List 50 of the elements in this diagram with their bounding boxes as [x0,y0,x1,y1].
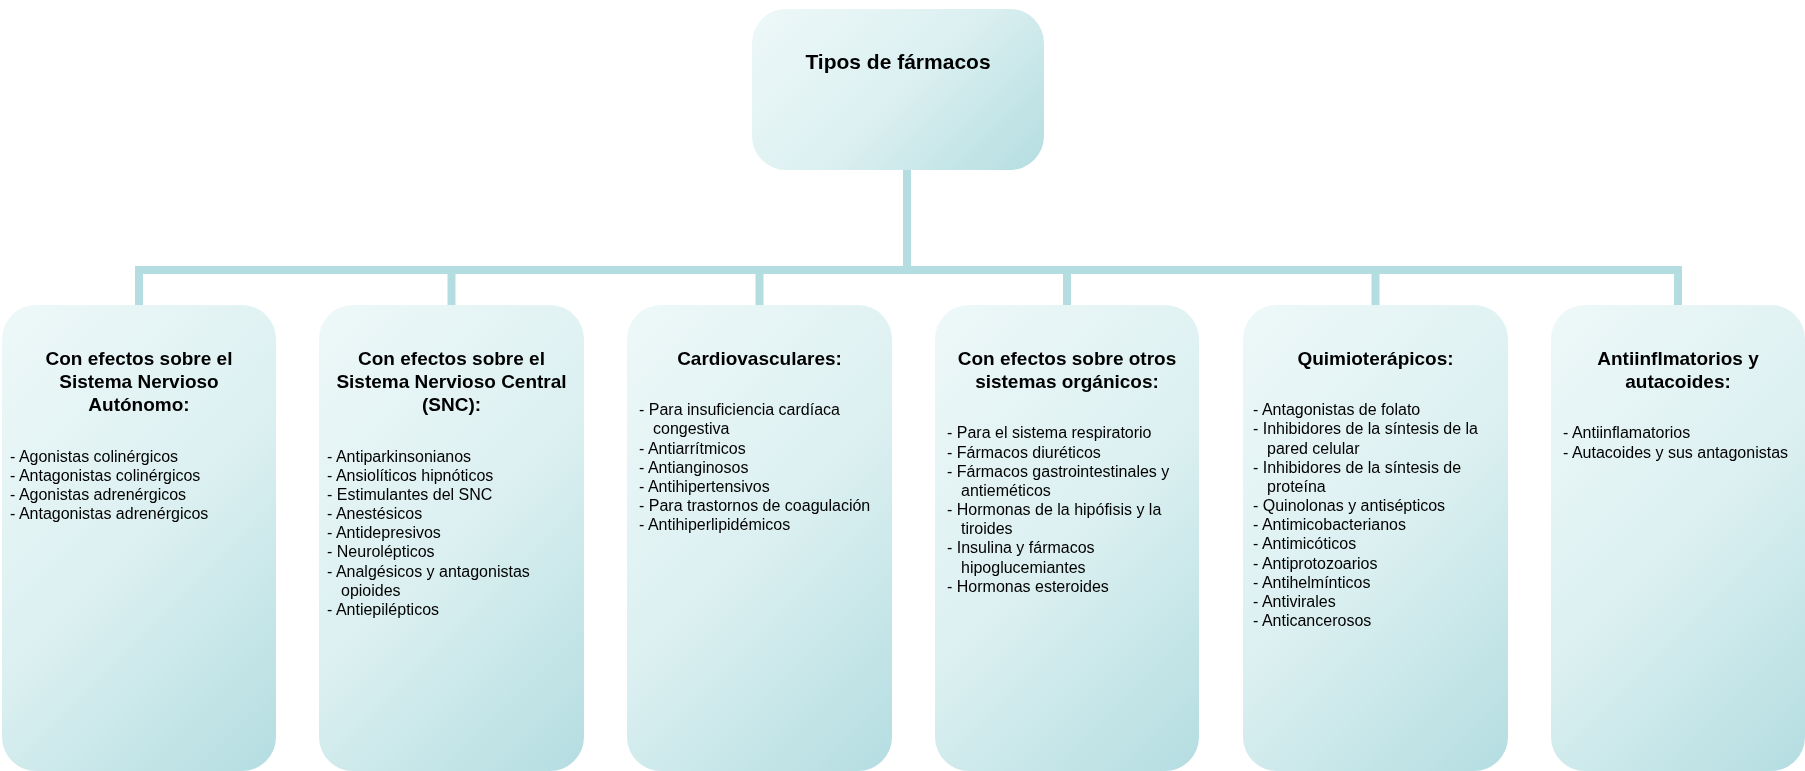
list-item: - Antimicóticos [1253,534,1358,554]
list-item: - Fármacos diuréticos [947,442,1102,462]
list-item: - Quinolonas y antisépticos [1253,496,1447,516]
category-box [1551,305,1805,771]
list-item: - Antiarrítmicos [639,438,747,458]
list-item: - Insulina y fármacos hipoglucemiantes [947,538,1096,577]
list-item: - Anestésicos [327,504,424,524]
list-item: - Antidepresivos [327,523,442,543]
category-heading: Con efectos sobre el Sistema Nervioso Central (SNC): [335,347,568,417]
list-item: - Antagonistas colinérgicos [10,465,202,485]
list-item: - Anticancerosos [1253,611,1373,631]
category-heading: Cardiovasculares: [676,347,843,371]
list-item: - Antagonistas adrenérgicos [10,504,210,524]
list-item: - Antihipertensivos [639,476,771,497]
root-box [752,9,1044,170]
list-item: - Antiparkinsonianos [327,446,473,466]
list-item: - Agonistas adrenérgicos [10,484,188,505]
list-item: - Inhibidores de la síntesis de la pared celular [1253,419,1479,458]
category-heading: Con efectos sobre otros sistemas orgánicos: [956,347,1178,394]
list-item: - Agonistas colinérgicos [10,446,180,466]
list-item: - Analgésicos y antagonistas opioides [327,561,531,600]
list-item: - Inhibidores de la síntesis de proteína [1253,457,1463,497]
list-item: - Para trastornos de coagulación [639,496,872,516]
category-box [627,305,892,771]
category-box [2,305,276,771]
list-item: - Para el sistema respiratorio [947,423,1153,443]
list-item: - Antagonistas de folato [1253,400,1422,420]
list-item: - Antianginosos [639,457,750,477]
list-item: - Estimulantes del SNC [327,484,494,505]
list-item: - Para insuficiencia cardíaca congestiva [639,400,841,439]
list-item: - Antiepilépticos [327,600,441,620]
category-box [1243,305,1508,771]
list-item: - Autacoides y sus antagonistas [1563,442,1790,462]
list-item: - Antimicobacterianos [1253,515,1407,535]
category-heading: Con efectos sobre el Sistema Nervioso Autónomo: [44,347,234,417]
list-item: - Antihelmínticos [1253,572,1372,593]
list-item: - Antivirales [1253,592,1337,612]
list-item: - Hormonas esteroides [947,576,1110,597]
list-item: - Antiprotozoarios [1253,553,1379,573]
category-heading: Quimioterápicos: [1296,347,1455,371]
list-item: - Fármacos gastrointestinales y antieméticos [947,461,1171,501]
category-heading: Tipos de fármacos [804,49,992,75]
list-item: - Antiinflamatorios [1563,423,1692,443]
list-item: - Ansiolíticos hipnóticos [327,465,495,485]
category-box [319,305,584,771]
category-box [935,305,1199,771]
list-item: - Antihiperlipidémicos [639,515,792,535]
list-item: - Hormonas de la hipófisis y la tiroides [947,500,1163,539]
category-heading: Antiinflmatorios y autacoides: [1596,347,1760,394]
list-item: - Neurolépticos [327,542,436,562]
